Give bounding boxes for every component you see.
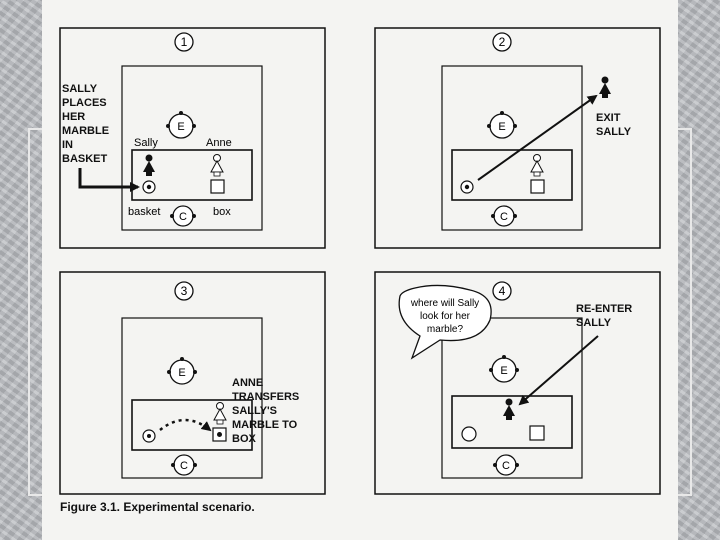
label-basket: basket	[128, 206, 160, 218]
panel-2-stage	[451, 149, 573, 201]
svg-text:where will Sally: where will Sally	[410, 298, 479, 309]
svg-text:BOX: BOX	[232, 433, 257, 445]
panel-2-exit-arrow	[477, 94, 598, 181]
panel-2-box-icon	[530, 179, 545, 194]
panel-3-transfer-arrow	[159, 418, 212, 432]
panel-2-child-c: C	[491, 205, 517, 227]
svg-text:SALLY: SALLY	[596, 126, 632, 138]
panel-2-experimenter-e: E	[487, 111, 517, 139]
svg-text:E: E	[500, 365, 507, 377]
svg-text:SALLY: SALLY	[62, 83, 98, 95]
label-box: box	[213, 206, 231, 218]
box-icon	[210, 179, 225, 194]
panel-1-table	[121, 65, 263, 231]
panel-3-box-icon	[212, 427, 227, 442]
svg-text:IN: IN	[62, 139, 73, 151]
basket-icon	[142, 180, 156, 194]
svg-text:C: C	[180, 460, 188, 472]
panel-3-basket-icon	[142, 429, 156, 443]
panel-3-child-c: C	[171, 454, 197, 476]
panel-3-anne-doll-icon	[213, 402, 227, 425]
svg-text:SALLY: SALLY	[576, 317, 612, 329]
panel-2-basket-icon	[460, 180, 474, 194]
svg-text:TRANSFERS: TRANSFERS	[232, 391, 299, 403]
panel-4-table	[441, 317, 583, 479]
panel-2-table	[441, 65, 583, 231]
svg-text:HER: HER	[62, 111, 85, 123]
panel-1-stage	[131, 149, 253, 201]
panel-3-frame	[59, 271, 326, 495]
svg-text:C: C	[179, 211, 187, 223]
anne-doll-icon	[210, 154, 224, 177]
svg-text:marble?: marble?	[427, 324, 464, 335]
panel-2-frame	[374, 27, 661, 249]
panel-number-1: 1	[174, 32, 194, 52]
svg-text:BASKET: BASKET	[62, 153, 108, 165]
svg-text:2: 2	[499, 35, 506, 49]
panel-4-experimenter-e: E	[489, 355, 519, 383]
panel-number-2: 2	[492, 32, 512, 52]
panel-4-reenter-arrow	[518, 335, 599, 406]
svg-text:1: 1	[181, 35, 188, 49]
panel-4-box-icon	[529, 425, 545, 441]
panel-1-child-c: C	[170, 205, 196, 227]
label-sally: Sally	[134, 137, 158, 149]
svg-text:C: C	[502, 460, 510, 472]
panel-3-stage	[131, 399, 253, 451]
svg-text:3: 3	[181, 284, 188, 298]
figure-caption: Figure 3.1. Experimental scenario.	[60, 500, 255, 514]
panel-number-3: 3	[174, 281, 194, 301]
svg-text:EXIT: EXIT	[596, 112, 621, 124]
question-bubble: where will Sally look for her marble?	[398, 284, 492, 360]
panel-4-stage	[451, 395, 573, 449]
svg-text:look for her: look for her	[420, 311, 471, 322]
svg-text:MARBLE: MARBLE	[62, 125, 109, 137]
svg-text:E: E	[498, 121, 505, 133]
panel-4-sally-doll-icon	[503, 398, 515, 420]
svg-text:ANNE: ANNE	[232, 377, 263, 389]
svg-text:SALLY'S: SALLY'S	[232, 405, 277, 417]
panel-2-side-text: EXIT SALLY	[596, 112, 632, 138]
svg-text:C: C	[500, 211, 508, 223]
sally-doll-icon	[143, 154, 155, 176]
panel-1-experimenter-e: E	[166, 111, 196, 139]
svg-text:E: E	[178, 367, 185, 379]
svg-text:RE-ENTER: RE-ENTER	[576, 303, 632, 315]
panel-4-frame	[374, 271, 661, 495]
panel-2-anne-doll-icon	[530, 154, 544, 177]
panel-4-child-c: C	[493, 454, 519, 476]
panel-2-sally-doll-icon	[599, 76, 611, 98]
svg-text:4: 4	[499, 284, 506, 298]
panel-3-table	[121, 317, 263, 479]
panel-3-experimenter-e: E	[167, 357, 197, 385]
panel-4-side-text: RE-ENTER SALLY	[576, 303, 632, 329]
panel-1-arrow	[78, 168, 140, 192]
panel-4-basket-icon	[461, 426, 477, 442]
svg-text:E: E	[177, 121, 184, 133]
svg-text:PLACES: PLACES	[62, 97, 107, 109]
panel-3-side-text: ANNE TRANSFERS SALLY'S MARBLE TO BOX	[232, 377, 299, 445]
panel-1-side-text: SALLY PLACES HER MARBLE IN BASKET	[62, 83, 109, 165]
label-anne: Anne	[206, 137, 232, 149]
svg-text:MARBLE TO: MARBLE TO	[232, 419, 298, 431]
panel-1-frame	[59, 27, 326, 249]
panel-number-4: 4	[492, 281, 512, 301]
